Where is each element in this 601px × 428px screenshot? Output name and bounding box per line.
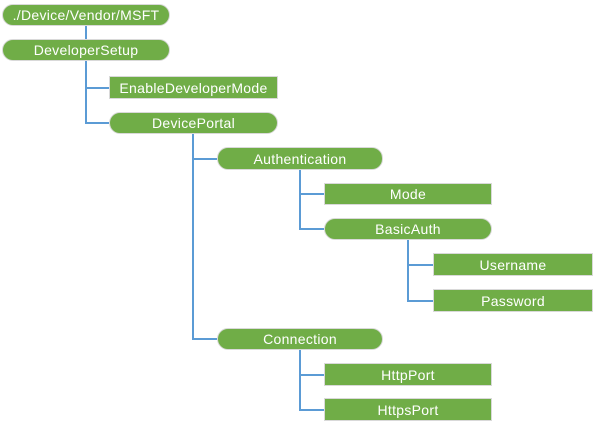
node-root: ./Device/Vendor/MSFT	[2, 4, 170, 26]
node-basic-auth: BasicAuth	[324, 218, 492, 240]
node-enable-developer-mode: EnableDeveloperMode	[109, 76, 278, 99]
node-mode: Mode	[324, 183, 492, 205]
node-connection: Connection	[217, 328, 383, 350]
connector-line-h	[299, 193, 324, 195]
node-label: ./Device/Vendor/MSFT	[12, 7, 160, 23]
connector-line-v	[299, 350, 301, 411]
node-http-port: HttpPort	[324, 363, 492, 386]
node-device-portal: DevicePortal	[109, 112, 278, 134]
connector-line-h	[299, 228, 324, 230]
node-label: Connection	[263, 331, 337, 347]
connector-line-h	[192, 338, 217, 340]
connector-line-h	[407, 300, 433, 302]
node-label: HttpsPort	[377, 401, 439, 418]
node-label: Authentication	[253, 150, 347, 167]
node-label: Mode	[389, 186, 427, 202]
connector-line-h	[299, 374, 324, 376]
node-label: DeveloperSetup	[33, 42, 139, 58]
connector-line-v	[192, 134, 194, 340]
node-developer-setup: DeveloperSetup	[2, 39, 170, 61]
connector-line-h	[192, 158, 217, 160]
connector-line-v	[407, 240, 409, 302]
connector-line-v	[85, 26, 87, 39]
node-username: Username	[433, 253, 593, 276]
node-password: Password	[433, 289, 593, 312]
connector-line-v	[299, 170, 301, 230]
node-label: HttpPort	[381, 366, 435, 383]
connector-line-v	[85, 61, 87, 123]
connector-line-h	[85, 87, 109, 89]
node-authentication: Authentication	[217, 147, 383, 170]
connector-line-h	[85, 122, 109, 124]
node-label: Username	[479, 256, 547, 273]
connector-line-h	[407, 264, 433, 266]
node-https-port: HttpsPort	[324, 398, 492, 421]
node-label: Password	[481, 292, 545, 309]
node-label: DevicePortal	[152, 115, 235, 131]
connector-line-h	[299, 409, 324, 411]
node-label: BasicAuth	[375, 221, 441, 237]
node-label: EnableDeveloperMode	[119, 79, 268, 96]
